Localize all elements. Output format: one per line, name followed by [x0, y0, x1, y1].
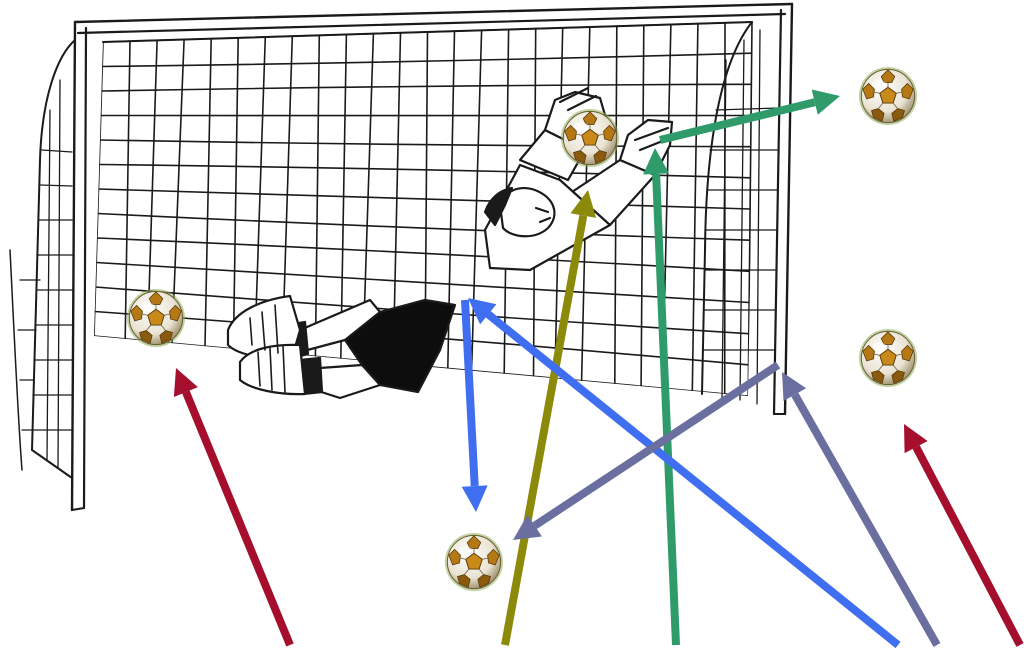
ball-top-right-outside-soccer-ball-icon — [859, 67, 917, 125]
ball-right-outside-soccer-ball-icon — [859, 329, 917, 387]
ball-left-post-soccer-ball-icon — [127, 289, 185, 347]
blue-arrow-diagonal — [468, 298, 898, 645]
red-arrow-left — [174, 368, 290, 645]
ball-bottom-center-soccer-ball-icon — [445, 533, 503, 591]
blue-arrow-rebound — [462, 300, 488, 512]
green-arrow — [643, 148, 676, 645]
slate-arrow-rebound — [782, 372, 937, 645]
ball-goalkeeper-hands-soccer-ball-icon — [561, 109, 619, 167]
